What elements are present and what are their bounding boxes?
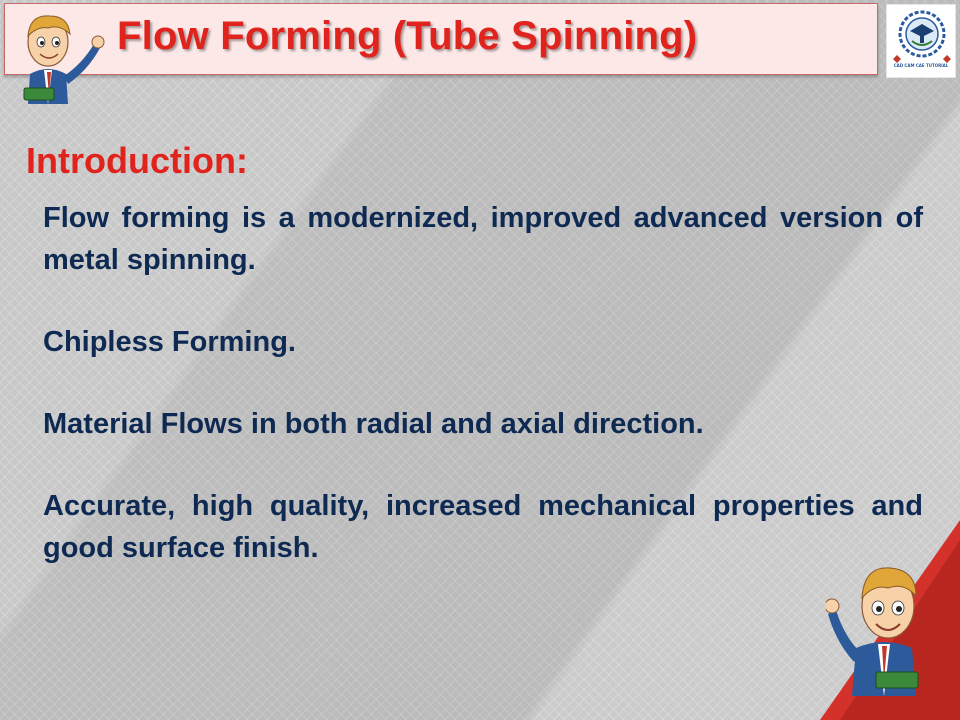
teacher-mascot-icon	[23, 15, 105, 104]
slide-title: Flow Forming (Tube Spinning)	[117, 14, 698, 58]
title-bar: Flow Forming (Tube Spinning)	[4, 3, 878, 75]
institution-logo: CAD CAM CAE TUTORIAL	[886, 4, 956, 78]
logo-caption: CAD CAM CAE TUTORIAL	[893, 63, 949, 68]
bullet-text: Flow forming is a modernized, improved a…	[43, 202, 923, 276]
bullet-text: Material Flows in both radial and axial …	[43, 408, 704, 440]
bullet-text: Chipless Forming.	[43, 326, 296, 358]
teacher-mascot-icon	[826, 567, 919, 696]
institution-logo-icon	[893, 10, 951, 63]
section-heading: Introduction:	[26, 140, 248, 181]
slide-body: Flow forming is a modernized, improved a…	[43, 197, 923, 609]
bullet-text: Accurate, high quality, increased mechan…	[43, 490, 923, 564]
